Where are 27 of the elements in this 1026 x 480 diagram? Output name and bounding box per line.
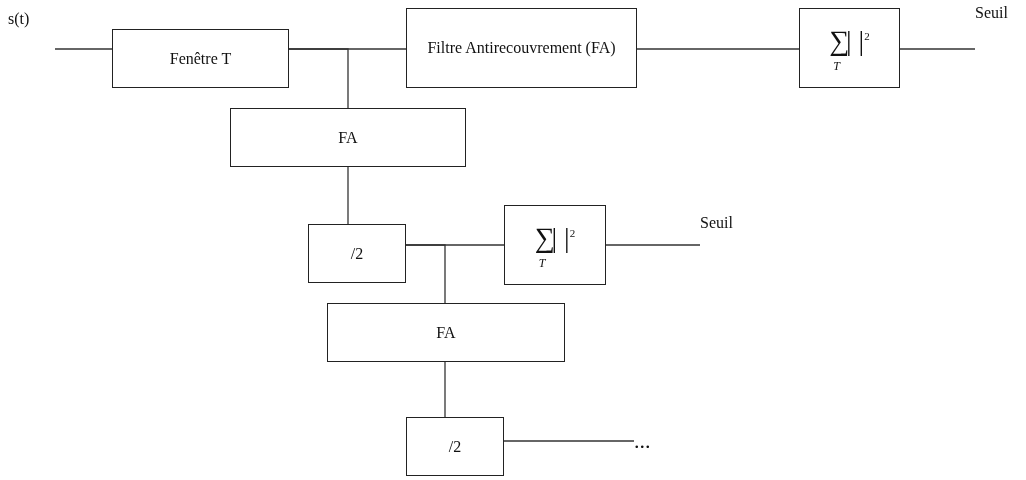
output-label: Seuil	[975, 2, 1025, 52]
box-label: /2	[448, 436, 462, 457]
box-label: FA	[338, 127, 358, 148]
connector-line	[405, 244, 446, 304]
process-box	[112, 29, 289, 88]
process-box	[799, 8, 900, 88]
box-label: /2	[350, 243, 364, 264]
connector-line	[288, 48, 349, 109]
process-box	[406, 417, 504, 476]
box-label: Fenêtre T	[169, 48, 232, 69]
connector-line	[636, 48, 800, 50]
box-label: Filtre Antirecouvrement (FA)	[427, 38, 616, 59]
connector-line	[605, 244, 701, 246]
connector-line	[503, 440, 635, 442]
connector-line	[899, 48, 976, 50]
connector-line	[444, 361, 446, 418]
connector-line	[54, 48, 113, 50]
output-label: Seuil	[700, 212, 760, 260]
connector-line	[347, 166, 349, 225]
process-box	[406, 8, 637, 88]
process-box	[230, 108, 466, 167]
process-box	[327, 303, 565, 362]
process-box	[504, 205, 606, 285]
continuation-label: ...	[634, 426, 684, 456]
box-label: FA	[436, 322, 456, 343]
signal-label: s(t)	[8, 8, 55, 60]
process-box	[308, 224, 406, 283]
